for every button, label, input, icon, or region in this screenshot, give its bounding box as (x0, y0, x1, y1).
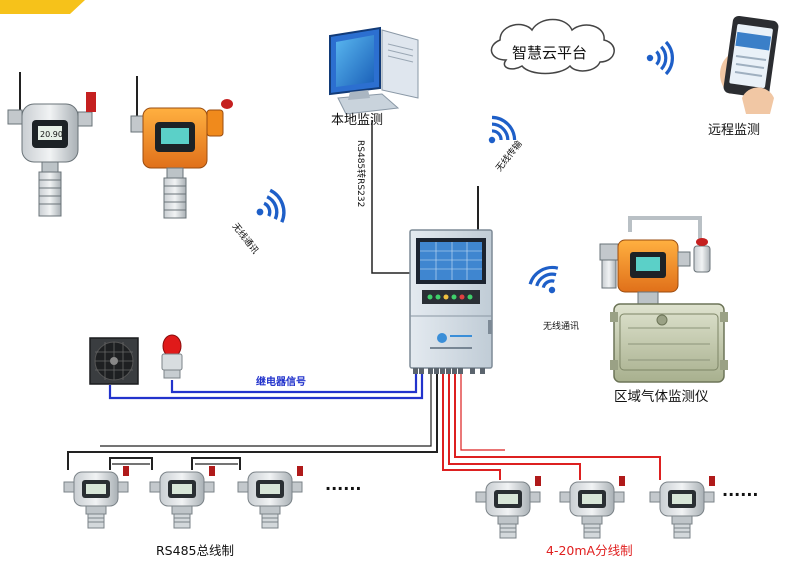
analog-line-2 (448, 368, 581, 480)
rs485-rs232-label: RS485转RS232 (355, 140, 367, 207)
cloud-platform-label: 智慧云平台 (512, 44, 587, 62)
wifi-icon (249, 186, 290, 231)
rs485-daisy-2 (191, 457, 241, 470)
gas-detector-icon (559, 475, 626, 539)
gas-detector-icon (649, 475, 716, 539)
relay-signal-label: 继电器信号 (256, 375, 306, 388)
remote-monitoring-label: 远程监测 (708, 123, 760, 138)
relay-line-alarm (170, 368, 418, 394)
rs485-bus-line-2 (100, 368, 432, 447)
gas-detector-icon (130, 76, 233, 219)
analog-line-3 (454, 368, 661, 480)
local-monitoring-label: 本地监测 (331, 113, 383, 128)
analog-line-1 (442, 368, 501, 480)
rs485-bus-line (67, 368, 438, 470)
wireless-comm-left-label: 无线通讯 (230, 220, 262, 256)
rs485-rs232-link (371, 120, 410, 274)
exhaust-fan-icon (89, 337, 139, 385)
wireless-transmission-label: 无线传输 (493, 138, 525, 174)
monitor-icon (329, 26, 419, 115)
cloud-icon (490, 18, 615, 75)
relay-line-fan (108, 368, 424, 400)
gas-detector-icon: 20.90 (7, 72, 96, 217)
gas-detector-icon (237, 465, 304, 529)
controller-cabinet-icon (409, 186, 493, 374)
rs485-bus-label: RS485总线制 (156, 543, 234, 558)
smartphone-icon (720, 15, 779, 114)
rs485-daisy-1 (109, 457, 153, 470)
wireless-comm-right-label: 无线通讯 (543, 320, 579, 332)
analog-ellipsis: ······ (722, 485, 758, 504)
gas-detector-icon (149, 465, 216, 529)
area-gas-monitor-label: 区域气体监测仪 (614, 389, 709, 405)
gas-detector-icon (63, 465, 130, 529)
detector-display-value: 20.90 (40, 130, 63, 139)
analog-line-4 (460, 368, 505, 451)
gas-detector-icon (475, 475, 542, 539)
alarm-light-icon (161, 334, 183, 379)
corner-accent (0, 0, 85, 14)
area-gas-monitor-icon (599, 216, 728, 383)
rs485-ellipsis: ······ (325, 479, 361, 498)
wifi-icon (645, 40, 675, 76)
wifi-icon (525, 261, 570, 303)
analog-4-20-label: 4-20mA分线制 (546, 543, 633, 558)
